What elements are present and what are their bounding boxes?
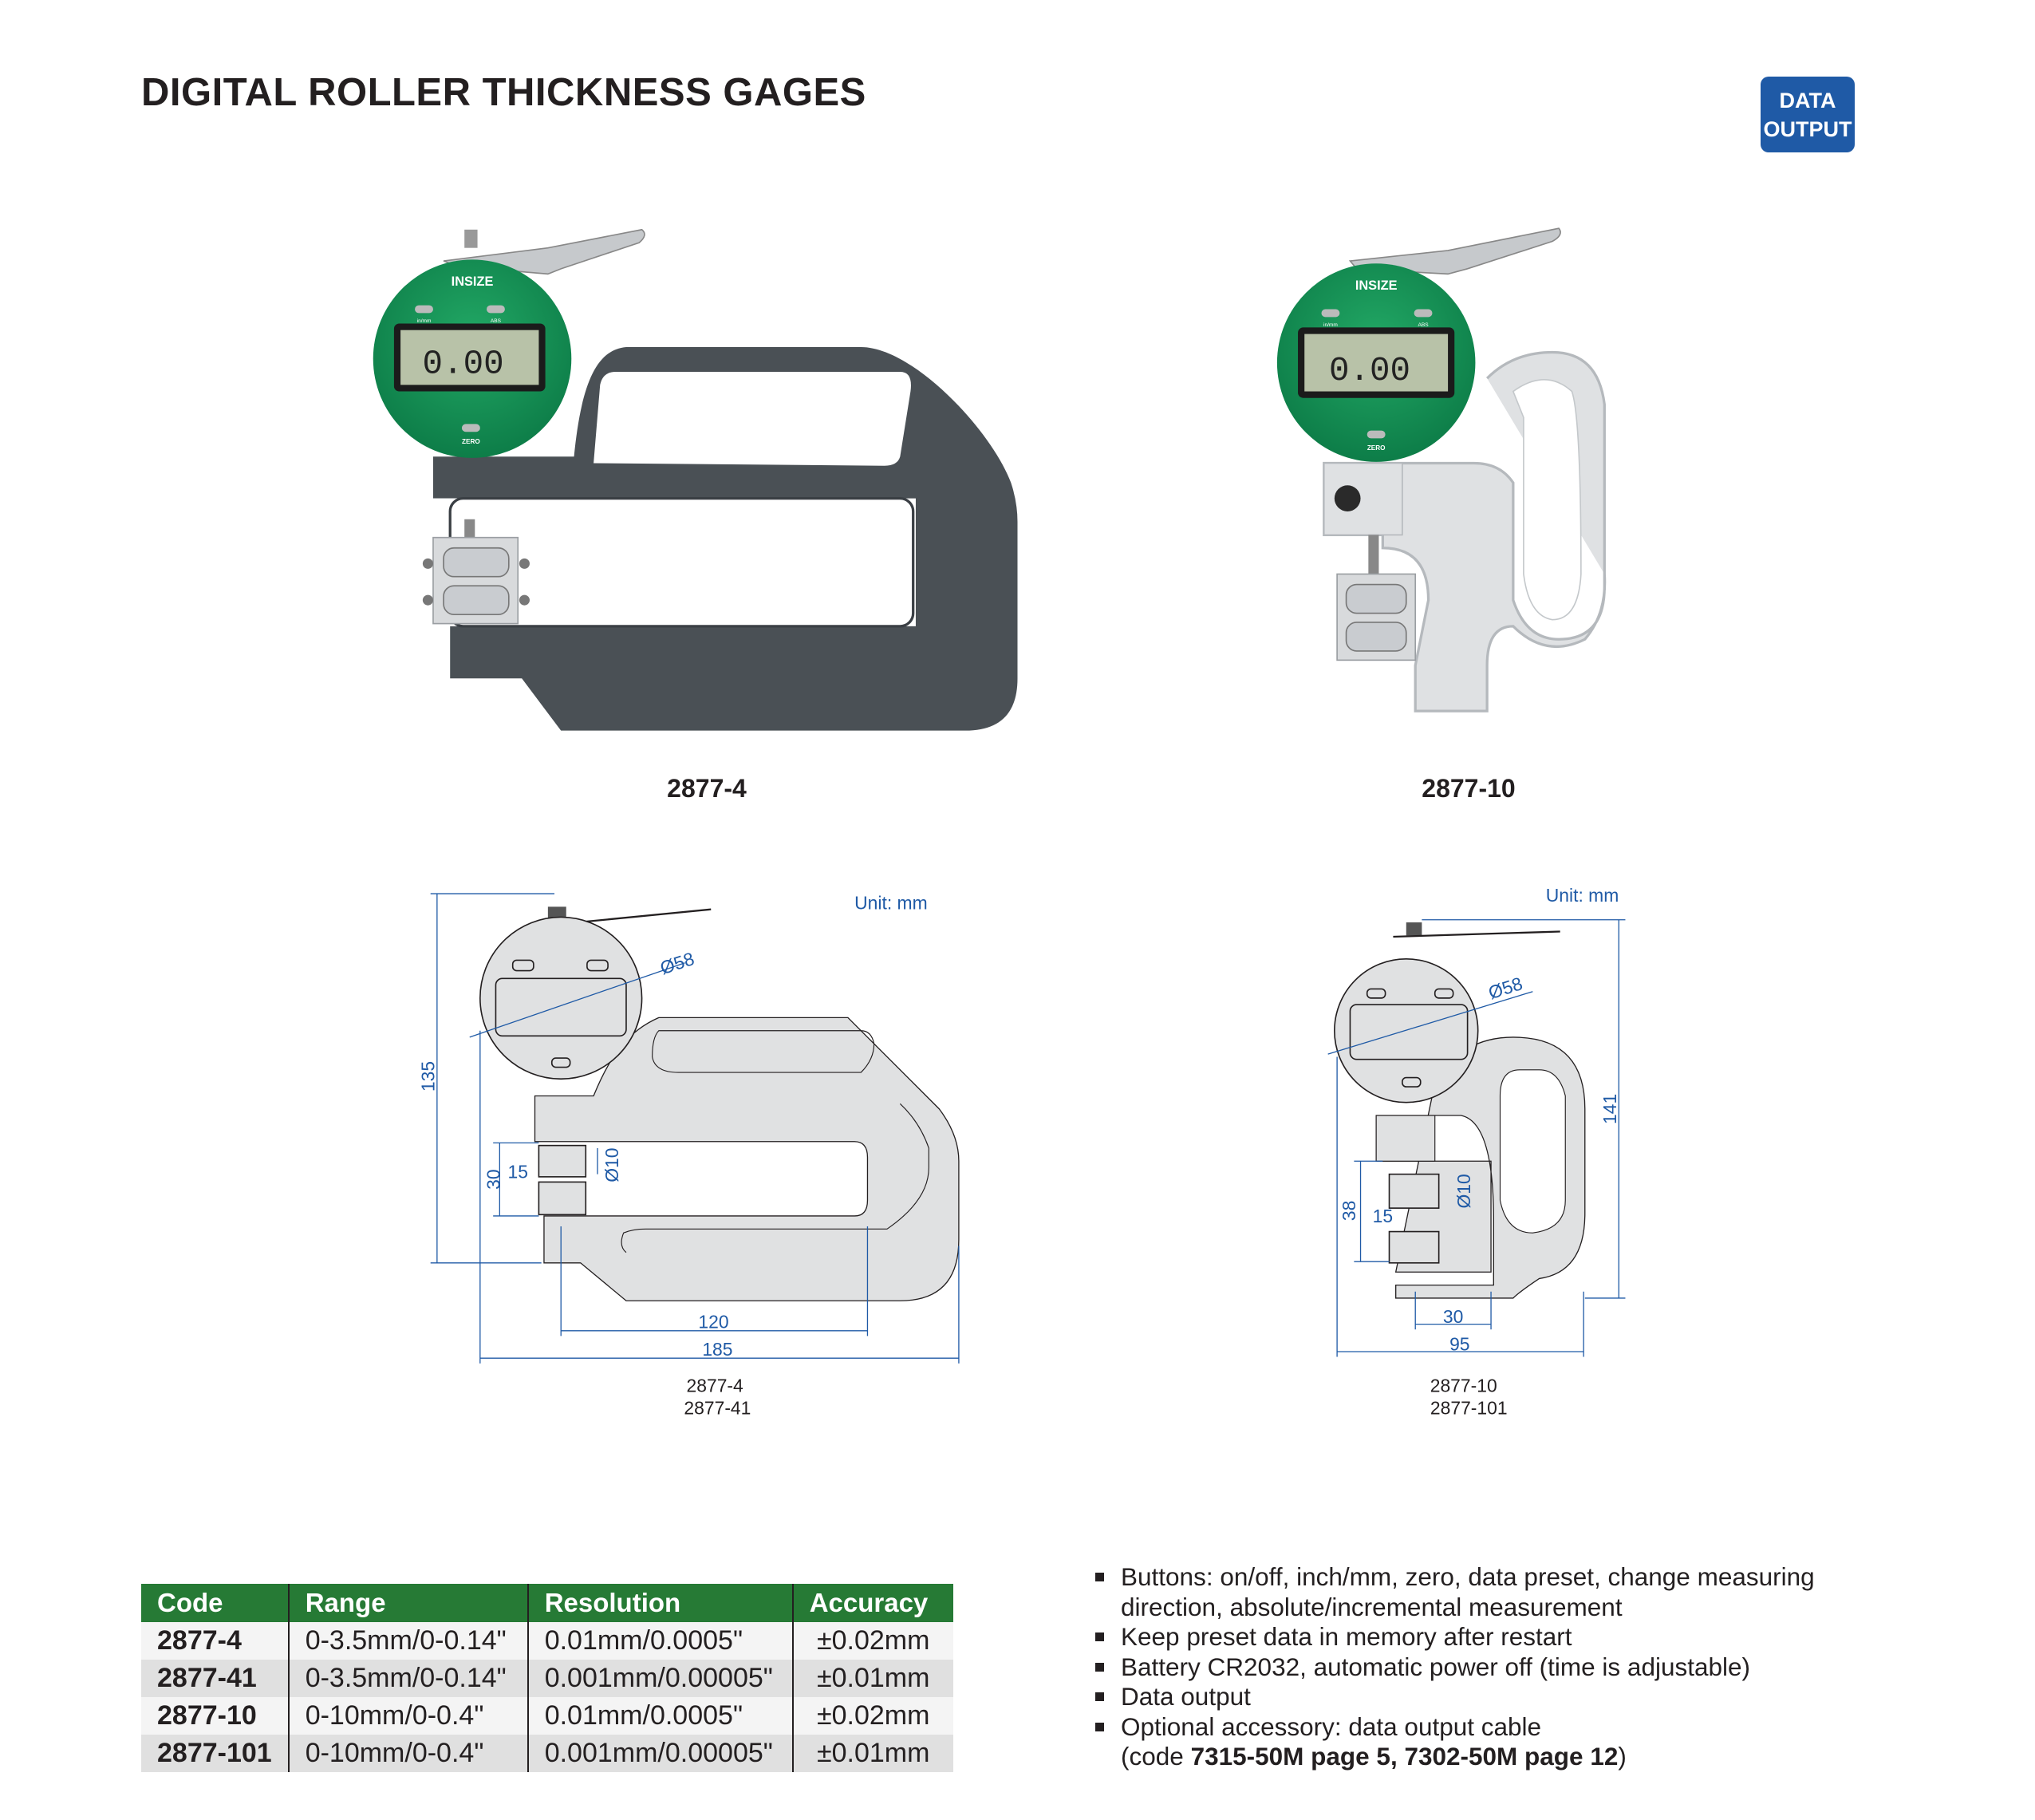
lcd-reading: 0.00	[423, 345, 504, 384]
cell-accuracy: ±0.02mm	[791, 1697, 953, 1735]
feature-item: Battery CR2032, automatic power off (tim…	[1095, 1652, 1893, 1683]
model-label: 2877-10	[1430, 1376, 1497, 1396]
page-title: DIGITAL ROLLER THICKNESS GAGES	[141, 71, 866, 114]
zero-button-2[interactable]	[1367, 430, 1386, 439]
abs-button-2[interactable]	[1414, 309, 1433, 318]
feature-item: Buttons: on/off, inch/mm, zero, data pre…	[1095, 1562, 1893, 1622]
throat-depth-dim: 120	[698, 1312, 728, 1332]
dial-diameter-dim-2: Ø58	[1486, 973, 1525, 1003]
unit-label: Unit: mm	[854, 893, 928, 914]
unit-label-2: Unit: mm	[1546, 885, 1619, 906]
product-photo-2877-4: INSIZE in/mm ABS 0.00 ZERO	[373, 228, 1018, 731]
abs-label-2: ABS	[1418, 322, 1429, 328]
note-prefix: (code	[1121, 1742, 1191, 1771]
product-photo-2877-10: INSIZE in/mm ABS 0.00 ZERO	[1276, 227, 1607, 713]
roller-assembly	[422, 536, 530, 625]
cell-accuracy: ±0.02mm	[791, 1622, 953, 1660]
cell-code: 2877-4	[141, 1622, 289, 1660]
roller-diameter-dim: Ø10	[601, 1148, 622, 1182]
gap-dim: 30	[483, 1169, 503, 1189]
cell-resolution: 0.001mm/0.00005"	[526, 1660, 793, 1697]
zero-button[interactable]	[461, 424, 480, 432]
height-dim-2: 141	[1599, 1094, 1620, 1124]
note-suffix: )	[1618, 1742, 1627, 1771]
throat-depth-dim-2: 30	[1443, 1306, 1463, 1327]
cell-range: 0-3.5mm/0-0.14"	[287, 1660, 528, 1697]
col-code: Code	[141, 1584, 289, 1622]
product-label-2877-10: 2877-10	[1422, 774, 1516, 803]
height-dim: 135	[418, 1061, 439, 1092]
roller-assembly-2	[1336, 573, 1417, 661]
roller-width-dim: 15	[508, 1162, 528, 1182]
inmm-button-2[interactable]	[1321, 309, 1340, 318]
feature-item: Data output	[1095, 1682, 1893, 1712]
col-resolution: Resolution	[526, 1584, 793, 1622]
cell-range: 0-3.5mm/0-0.14"	[287, 1622, 528, 1660]
cell-resolution: 0.01mm/0.0005"	[526, 1622, 793, 1660]
cell-resolution: 0.01mm/0.0005"	[526, 1697, 793, 1735]
dimension-drawing-2877-4: Unit: mm Ø58 135 30 15 Ø10 120 185 2877-…	[418, 893, 960, 1418]
feature-item: Keep preset data in memory after restart	[1095, 1622, 1893, 1652]
spec-table: Code Range Resolution Accuracy 2877-4 0-…	[141, 1584, 953, 1772]
table-row: 2877-101 0-10mm/0-0.4" 0.001mm/0.00005" …	[141, 1735, 953, 1772]
product-label-2877-4: 2877-4	[667, 774, 747, 803]
overall-length-dim-2: 95	[1449, 1333, 1469, 1354]
data-output-badge: DATA OUTPUT	[1761, 77, 1855, 152]
inmm-label-2: in/mm	[1323, 322, 1338, 328]
cell-code: 2877-41	[141, 1660, 289, 1697]
cell-range: 0-10mm/0-0.4"	[287, 1735, 528, 1772]
col-range: Range	[287, 1584, 528, 1622]
dimension-drawing-2877-10: Unit: mm Ø58 141 38 15 Ø10 30 95 2877-10…	[1327, 885, 1626, 1418]
inmm-button[interactable]	[415, 305, 433, 314]
badge-line1: DATA	[1779, 88, 1836, 113]
cell-range: 0-10mm/0-0.4"	[287, 1697, 528, 1735]
feature-list: Buttons: on/off, inch/mm, zero, data pre…	[1095, 1562, 1893, 1772]
brand-logo-2: INSIZE	[1355, 278, 1398, 293]
table-row: 2877-41 0-3.5mm/0-0.14" 0.001mm/0.00005"…	[141, 1660, 953, 1697]
inmm-label: in/mm	[417, 318, 432, 324]
cell-resolution: 0.001mm/0.00005"	[526, 1735, 793, 1772]
lcd-display	[400, 330, 539, 385]
abs-label: ABS	[491, 318, 502, 324]
cell-code: 2877-101	[141, 1735, 289, 1772]
lcd-reading-2: 0.00	[1329, 352, 1410, 390]
roller-width-dim-2: 15	[1373, 1206, 1393, 1226]
feature-item: Optional accessory: data output cable	[1095, 1712, 1893, 1743]
cell-accuracy: ±0.01mm	[791, 1735, 953, 1772]
lever-icon-2	[1348, 227, 1561, 275]
badge-line2: OUTPUT	[1763, 116, 1852, 141]
overall-length-dim: 185	[702, 1339, 732, 1360]
table-row: 2877-4 0-3.5mm/0-0.14" 0.01mm/0.0005" ±0…	[141, 1622, 953, 1660]
table-row: 2877-10 0-10mm/0-0.4" 0.01mm/0.0005" ±0.…	[141, 1697, 953, 1735]
cell-code: 2877-10	[141, 1697, 289, 1735]
zero-label: ZERO	[462, 438, 480, 445]
model-label: 2877-41	[684, 1397, 751, 1418]
model-label: 2877-101	[1430, 1397, 1508, 1418]
dial-diameter-dim: Ø58	[657, 948, 696, 978]
roller-diameter-dim-2: Ø10	[1453, 1174, 1474, 1208]
gap-dim-2: 38	[1339, 1201, 1359, 1221]
cell-accuracy: ±0.01mm	[791, 1660, 953, 1697]
zero-label-2: ZERO	[1367, 444, 1386, 452]
feature-note: (code 7315-50M page 5, 7302-50M page 12)	[1095, 1742, 1893, 1772]
note-codes: 7315-50M page 5, 7302-50M page 12	[1190, 1742, 1619, 1771]
table-header-row: Code Range Resolution Accuracy	[141, 1584, 953, 1622]
lcd-display-2	[1304, 334, 1449, 392]
model-label: 2877-4	[687, 1376, 744, 1396]
abs-button[interactable]	[487, 305, 505, 314]
col-accuracy: Accuracy	[791, 1584, 953, 1622]
brand-logo: INSIZE	[452, 274, 494, 289]
